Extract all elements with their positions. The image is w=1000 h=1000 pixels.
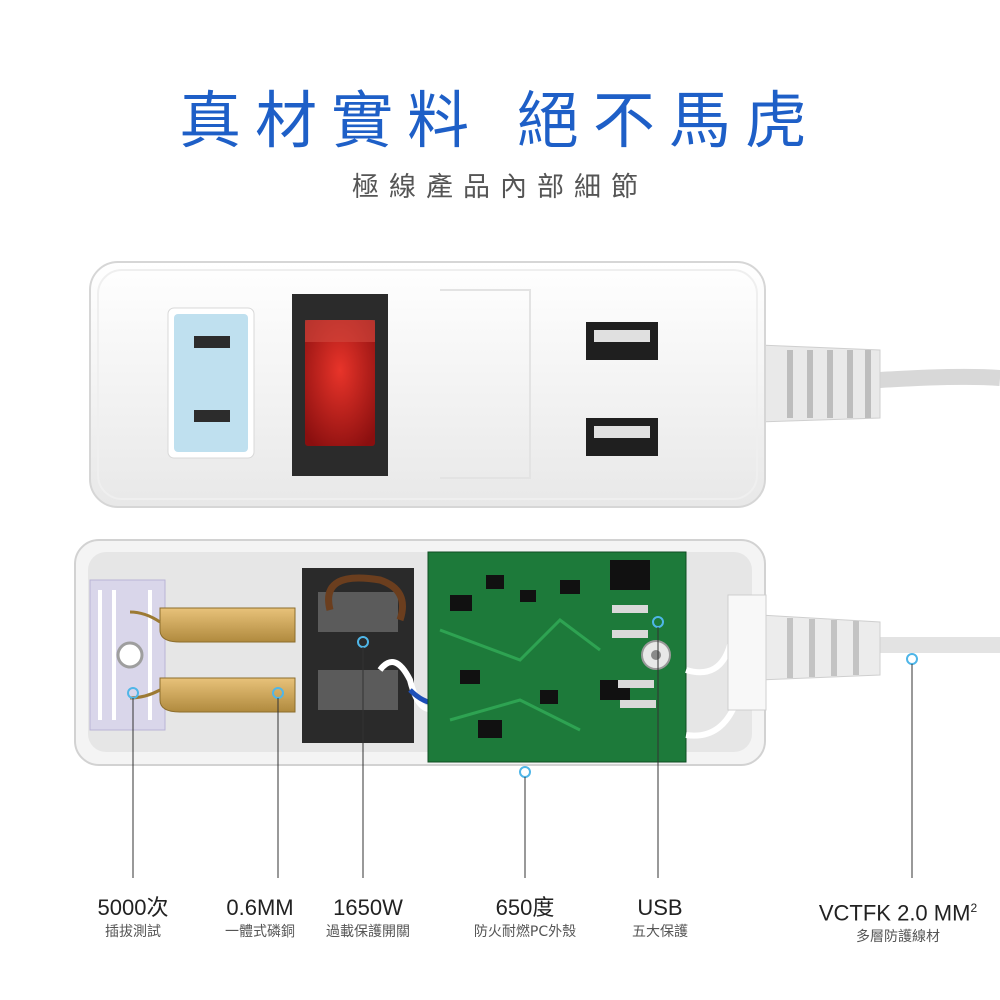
page-headline: 真材實料 絕不馬虎 [179, 84, 821, 157]
spec-desc: 一體式磷銅 [225, 924, 295, 940]
spec-label-cable: VCTFK 2.0 MM2 多層防護線材 [798, 895, 998, 948]
spec-value: VCTFK 2.0 MM2 [818, 900, 978, 926]
spec-desc: 過載保護開關 [326, 924, 410, 940]
spec-desc: 多層防護線材 [856, 929, 940, 946]
spec-desc: 插拔測試 [105, 924, 161, 940]
spec-value: 1650W [333, 895, 403, 920]
pcb-board [427, 551, 687, 763]
power-strip-internal-view [74, 539, 1000, 766]
spec-label-plug-test: 5000次 插拔測試 [33, 895, 233, 943]
power-strip-illustration [74, 261, 1000, 778]
spec-value: 0.6MM [226, 895, 294, 920]
spec-label-overload: 1650W 過載保護開關 [268, 895, 468, 943]
phosphor-copper-strips [129, 607, 296, 713]
spec-value: USB [637, 895, 683, 920]
rocker-switch [292, 294, 388, 476]
spec-label-fireproof: 650度 防火耐燃PC外殼 [425, 895, 625, 943]
usb-ports [586, 322, 658, 456]
ac-socket [167, 307, 255, 459]
spec-value: 5000次 [97, 895, 169, 920]
strain-relief [759, 344, 881, 423]
page-subtitle: 極線產品內部細節 [352, 172, 648, 203]
power-strip-top-view [89, 261, 1000, 508]
spec-desc: 五大保護 [632, 924, 688, 940]
spec-value: 650度 [495, 895, 555, 920]
spec-label-copper: 0.6MM 一體式磷銅 [160, 895, 360, 943]
spec-label-usb: USB 五大保護 [560, 895, 760, 943]
overload-switch-internal [302, 568, 452, 743]
spec-desc: 防火耐燃PC外殼 [473, 924, 577, 940]
